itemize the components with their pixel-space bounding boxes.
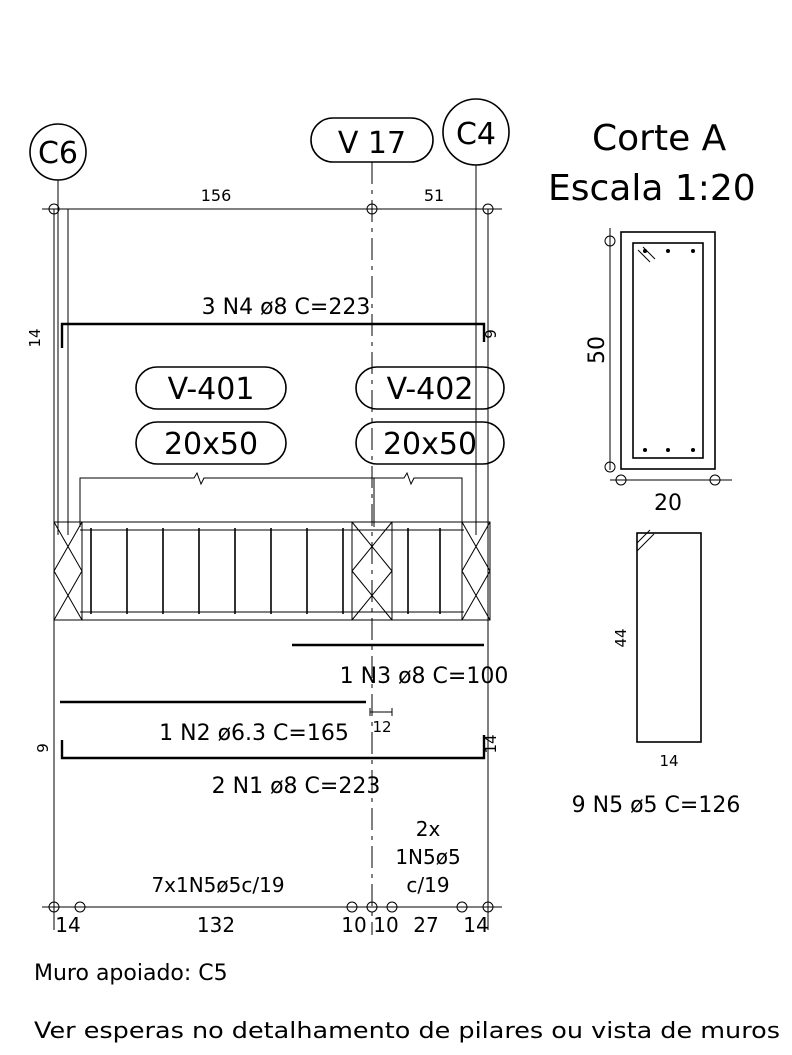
spacing-main: 7x1N5ø5c/19 [151,873,284,897]
note-waits: Ver esperas no detalhamento de pilares o… [34,1019,780,1044]
svg-text:20x50: 20x50 [164,427,258,462]
dim-51: 51 [424,186,444,205]
pillar-tag-left: C6 [29,123,87,181]
bar-n1: 2 N1 ø8 C=223 9 14 [34,734,500,799]
section-width: 20 [654,491,682,516]
bar-n3-label: 1 N3 ø8 C=100 [340,664,509,689]
beam-tag: V 17 [310,117,434,163]
support-center [351,521,393,621]
stirrup-detail: 44 14 9 N5 ø5 C=126 [572,529,741,818]
bar-n2-offset: 12 [372,718,391,736]
bar-n1-label: 2 N1 ø8 C=223 [212,774,381,799]
dim-bottom-4: 10 [373,913,398,937]
pillar-tag-right: C4 [442,98,510,166]
bar-n4-label: 3 N4 ø8 C=223 [202,295,371,320]
stirrup-height: 44 [612,628,630,647]
dim-bottom-6: 14 [463,913,488,937]
support-left [53,521,83,621]
top-dimension-line: 156 51 [42,186,502,930]
cross-section: 50 20 [585,228,732,516]
bar-n4: 3 N4 ø8 C=223 14 9 [26,295,500,348]
section-scale: Escala 1:20 [548,168,756,209]
bottom-dimension-line: 14 132 10 10 27 14 [42,901,502,937]
beam-v402: V-402 20x50 [355,366,505,465]
dim-bottom-5: 27 [413,913,438,937]
svg-text:V 17: V 17 [338,126,406,161]
stirrup-label: 9 N5 ø5 C=126 [572,793,741,818]
beam-v401: V-401 20x50 [135,366,287,465]
bar-n4-right-hook: 9 [482,329,500,339]
beam-break-lines [79,471,463,527]
dim-bottom-1: 14 [55,913,80,937]
dim-bottom-3: 10 [341,913,366,937]
svg-text:V-401: V-401 [168,372,255,407]
bar-n1-right-hook: 14 [482,734,500,753]
svg-text:V-402: V-402 [387,372,474,407]
spacing-right-1: 2x [416,817,441,841]
section-height: 50 [585,336,610,364]
spacing-right-3: c/19 [406,873,449,897]
bar-n2: 1 N2 ø6.3 C=165 12 [60,700,393,746]
bar-n2-label: 1 N2 ø6.3 C=165 [159,721,349,746]
svg-text:20x50: 20x50 [383,427,477,462]
bar-n1-left-hook: 9 [34,743,52,753]
dim-bottom-2: 132 [197,913,235,937]
support-right [461,521,491,621]
stirrups [90,528,441,614]
dim-156: 156 [201,186,232,205]
note-supported: Muro apoiado: C5 [34,961,228,986]
svg-text:C4: C4 [456,117,496,152]
section-title: Corte A [592,118,727,159]
bar-n4-left-hook: 14 [26,328,44,347]
bar-n3: 1 N3 ø8 C=100 [292,643,509,689]
stirrup-width: 14 [659,752,678,770]
beam-elevation [53,521,491,621]
svg-text:C6: C6 [38,136,78,171]
spacing-right-2: 1N5ø5 [395,845,460,869]
